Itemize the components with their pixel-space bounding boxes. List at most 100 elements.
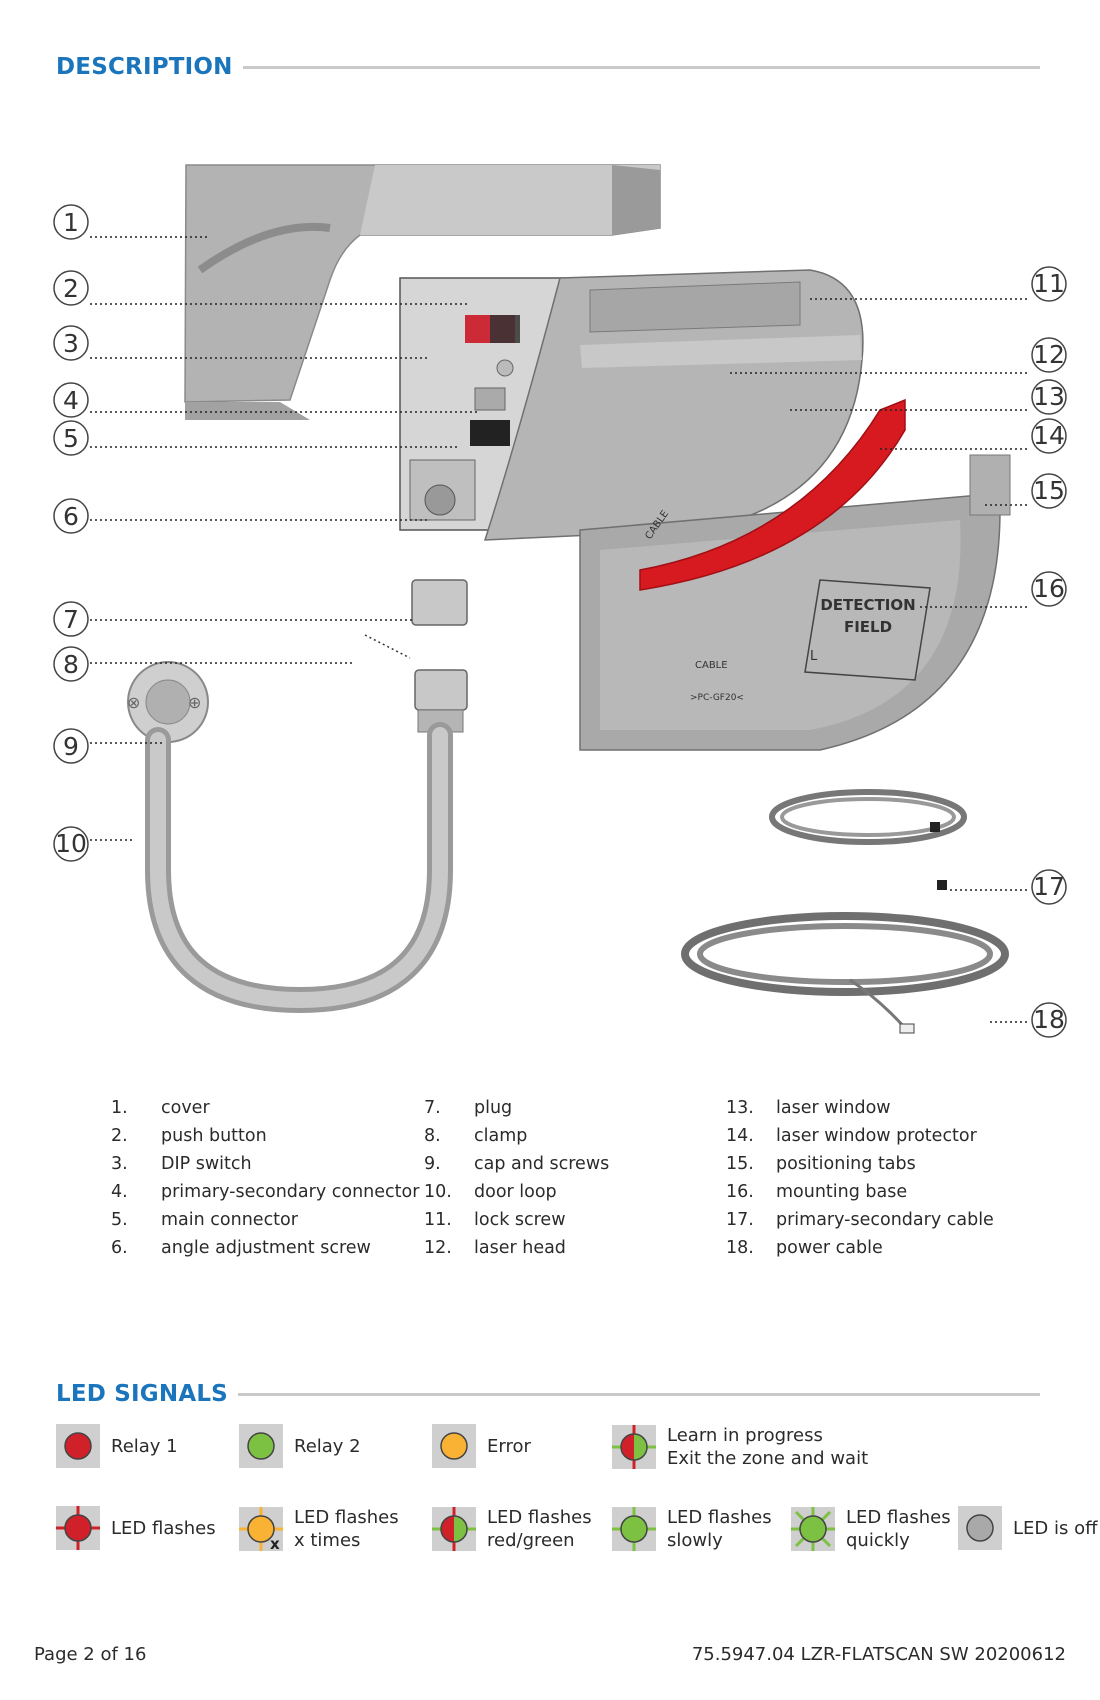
green-slow-flash-led-icon — [612, 1507, 656, 1551]
callout-10: 10 — [53, 826, 89, 862]
callout-8: 8 — [53, 646, 89, 682]
list-item: 10.door loop — [424, 1182, 557, 1202]
callout-16: 16 — [1031, 571, 1067, 607]
list-item: 2.push button — [111, 1126, 267, 1146]
led-flashes: LED flashes — [56, 1506, 216, 1550]
parts-list-col-1: 1.cover 2.push button 3.DIP switch 4.pri… — [111, 1094, 419, 1262]
list-item: 1.cover — [111, 1098, 210, 1118]
svg-text:10: 10 — [55, 829, 87, 858]
svg-text:5: 5 — [63, 424, 79, 453]
red-green-flash-led-icon — [432, 1507, 476, 1551]
svg-text:12: 12 — [1033, 340, 1065, 369]
document-reference: 75.5947.04 LZR-FLATSCAN SW 20200612 — [691, 1644, 1066, 1665]
led-relay1: Relay 1 — [56, 1424, 178, 1468]
list-item: 16.mounting base — [726, 1182, 908, 1202]
red-flash-led-icon — [56, 1506, 100, 1550]
list-item: 12.laser head — [424, 1238, 566, 1258]
svg-text:1: 1 — [63, 208, 79, 237]
angle-screw-shape — [424, 484, 456, 516]
green-led-icon — [239, 1424, 283, 1468]
callout-4: 4 — [53, 382, 89, 418]
svg-text:18: 18 — [1033, 1005, 1065, 1034]
callout-2: 2 — [53, 270, 89, 306]
callout-15: 15 — [1031, 473, 1067, 509]
svg-text:14: 14 — [1033, 421, 1065, 450]
callout-6: 6 — [53, 498, 89, 534]
list-item: 8.clamp — [424, 1126, 528, 1146]
svg-text:9: 9 — [63, 732, 79, 761]
led-error: Error — [432, 1424, 531, 1468]
led-signals-title: LED SIGNALS — [56, 1381, 228, 1407]
description-title: DESCRIPTION — [56, 54, 233, 80]
off-led-icon — [958, 1506, 1002, 1550]
laser-window-protector-shape — [639, 398, 906, 591]
plug-clamp-part — [364, 579, 468, 733]
list-item: 9.cap and screws — [424, 1154, 610, 1174]
list-item: 15.positioning tabs — [726, 1154, 916, 1174]
list-item: 5.main connector — [111, 1210, 298, 1230]
callout-18: 18 — [1031, 1002, 1067, 1038]
orange-led-icon — [432, 1424, 476, 1468]
description-rule — [242, 65, 1040, 69]
positioning-tab-shape — [969, 454, 1011, 516]
page-number: Page 2 of 16 — [34, 1644, 147, 1665]
svg-text:4: 4 — [63, 386, 79, 415]
cable-label-2: CABLE — [695, 660, 728, 671]
callout-12: 12 — [1031, 337, 1067, 373]
svg-text:6: 6 — [63, 502, 79, 531]
svg-text:11: 11 — [1033, 269, 1065, 298]
field-letter: L — [810, 649, 818, 664]
list-item: 13.laser window — [726, 1098, 891, 1118]
svg-text:7: 7 — [63, 605, 79, 634]
green-fast-flash-led-icon — [791, 1507, 835, 1551]
list-item: 18.power cable — [726, 1238, 883, 1258]
svg-text:15: 15 — [1033, 476, 1065, 505]
push-button-shape — [496, 359, 514, 377]
orange-flash-x-led-icon: x — [239, 1507, 283, 1551]
parts-list-col-3: 13.laser window 14.laser window protecto… — [726, 1094, 994, 1262]
led-off: LED is off — [958, 1506, 1098, 1550]
svg-text:17: 17 — [1033, 872, 1065, 901]
laser-head-part — [399, 269, 864, 541]
list-item: 14.laser window protector — [726, 1126, 977, 1146]
callout-5: 5 — [53, 420, 89, 456]
callouts: 1 2 3 4 5 6 7 8 9 10 11 12 13 14 15 16 1… — [53, 204, 1067, 1038]
callout-3: 3 — [53, 325, 89, 361]
main-connector-shape — [470, 420, 510, 446]
primary-secondary-cable-shape — [769, 789, 967, 890]
detection-label-2: FIELD — [844, 618, 892, 636]
cover-part — [184, 164, 661, 420]
svg-text:13: 13 — [1033, 382, 1065, 411]
callout-17: 17 — [1031, 869, 1067, 905]
detection-label-1: DETECTION — [820, 596, 915, 614]
svg-text:⊗: ⊗ — [127, 693, 140, 712]
door-loop-part: ⊗ ⊕ — [127, 661, 453, 1014]
callout-leaders — [90, 236, 1030, 1023]
power-cable-shape — [681, 912, 1009, 1034]
svg-text:16: 16 — [1033, 574, 1065, 603]
svg-text:x: x — [270, 1535, 280, 1551]
red-green-flash-led-icon — [612, 1425, 656, 1469]
callout-7: 7 — [53, 601, 89, 637]
description-header: DESCRIPTION — [56, 54, 1040, 80]
svg-text:8: 8 — [63, 650, 79, 679]
callout-11: 11 — [1031, 266, 1067, 302]
callout-1: 1 — [53, 204, 89, 240]
list-item: 17.primary-secondary cable — [726, 1210, 994, 1230]
callout-9: 9 — [53, 728, 89, 764]
list-item: 4.primary-secondary connector — [111, 1182, 420, 1202]
parts-list-col-2: 7.plug 8.clamp 9.cap and screws 10.door … — [424, 1094, 609, 1262]
callout-14: 14 — [1031, 418, 1067, 454]
led-relay2: Relay 2 — [239, 1424, 361, 1468]
svg-text:2: 2 — [63, 274, 79, 303]
callout-13: 13 — [1031, 379, 1067, 415]
part-code: >PC-GF20< — [690, 693, 744, 703]
list-item: 6.angle adjustment screw — [111, 1238, 371, 1258]
svg-text:⊕: ⊕ — [188, 693, 201, 712]
led-signals-rule — [237, 1392, 1040, 1396]
